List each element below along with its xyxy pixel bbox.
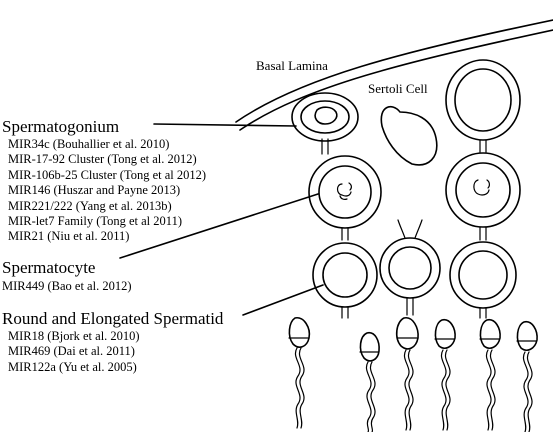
elongated-spermatid-3 [395, 317, 419, 431]
round-spermatid-middle [379, 237, 441, 299]
spermatocyte-title: Spermatocyte [2, 258, 96, 277]
spermatogonium-cell [291, 92, 359, 142]
basal-lamina-label: Basal Lamina [256, 58, 328, 73]
sertoli-cell-label: Sertoli Cell [368, 81, 428, 96]
elongated-spermatid-4 [434, 318, 456, 431]
reference-item: MIR34c (Bouhallier et al. 2010) [8, 137, 170, 151]
spermatogonium-reference-list: MIR34c (Bouhallier et al. 2010) MIR-17-9… [8, 137, 206, 245]
reference-item: MIR-106b-25 Cluster (Tong et al 2012) [8, 167, 207, 182]
reference-item: MIR21 (Niu et al. 2011) [8, 229, 130, 244]
pointer-spermatocyte [119, 193, 319, 259]
reference-item: MIR-17-92 Cluster (Tong et al. 2012) [8, 152, 197, 167]
spermatid-title: Round and Elongated Spermatid [2, 309, 224, 328]
reference-item: MIR221/222 (Yang et al. 2013b) [8, 198, 172, 213]
round-spermatid-right [449, 241, 517, 309]
elongated-spermatid-2 [359, 331, 380, 432]
spermatocyte-cell-left-lower [312, 242, 378, 308]
reference-item: MIR469 (Dai et al. 2011) [8, 344, 135, 359]
spermatid-reference-list: MIR18 (Bjork et al. 2010) MIR469 (Dai et… [8, 329, 140, 375]
spermatocyte-reference-list: MIR449 (Bao et al. 2012) [2, 279, 132, 294]
spermatogonium-title: Spermatogonium [2, 117, 120, 136]
spermatogonium-nucleus [314, 106, 338, 125]
pointer-spermatogonium [153, 123, 297, 127]
reference-item: MIR146 (Huszar and Payne 2013) [8, 183, 181, 198]
pointer-spermatid [242, 284, 324, 316]
elongated-spermatid-1 [288, 317, 311, 429]
sertoli-nucleus [380, 105, 438, 166]
elongated-spermatid-5 [479, 318, 501, 431]
spermatocyte-cell-left [308, 155, 382, 229]
spermatocyte-cell-right [445, 152, 521, 228]
basal-lamina-inner [239, 29, 553, 131]
spermatogonium-cell-right [445, 59, 521, 141]
reference-item: MIR122a (Yu et al. 2005) [8, 359, 137, 374]
elongated-spermatid-6 [516, 320, 538, 432]
reference-item: MIR-let7 Family (Tong et al 2011) [8, 214, 182, 229]
reference-item: MIR449 (Bao et al. 2012) [2, 279, 132, 293]
basal-lamina-outer [235, 19, 553, 123]
reference-item: MIR18 (Bjork et al. 2010) [8, 329, 140, 343]
